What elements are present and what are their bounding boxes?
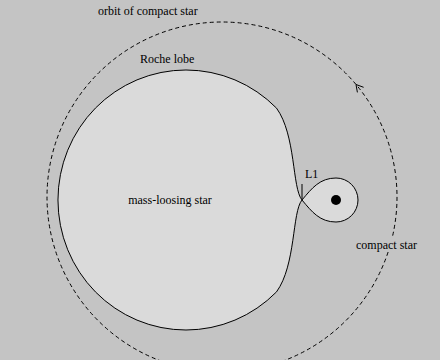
- star-label: mass-loosing star: [128, 193, 212, 207]
- l1-marker: [302, 184, 303, 199]
- compact-star-lobe-shape: [302, 178, 358, 222]
- compact-star-lobe: compact star: [298, 165, 436, 255]
- roche-lobe-outline: [52, 40, 308, 340]
- star-label: compact star: [354, 238, 419, 252]
- compact-star-dot: [331, 195, 341, 205]
- lobe-label: Roche lobe: [140, 52, 194, 66]
- point-label: L1: [305, 167, 318, 181]
- orbit-circle: [47, 22, 397, 360]
- orbit-direction-arrow: [356, 85, 364, 93]
- roche-lobe-shape: [58, 70, 302, 330]
- roche-lobe: Roche lobe mass-loosing star: [52, 40, 308, 340]
- orbit-label: orbit of compact star: [98, 4, 198, 18]
